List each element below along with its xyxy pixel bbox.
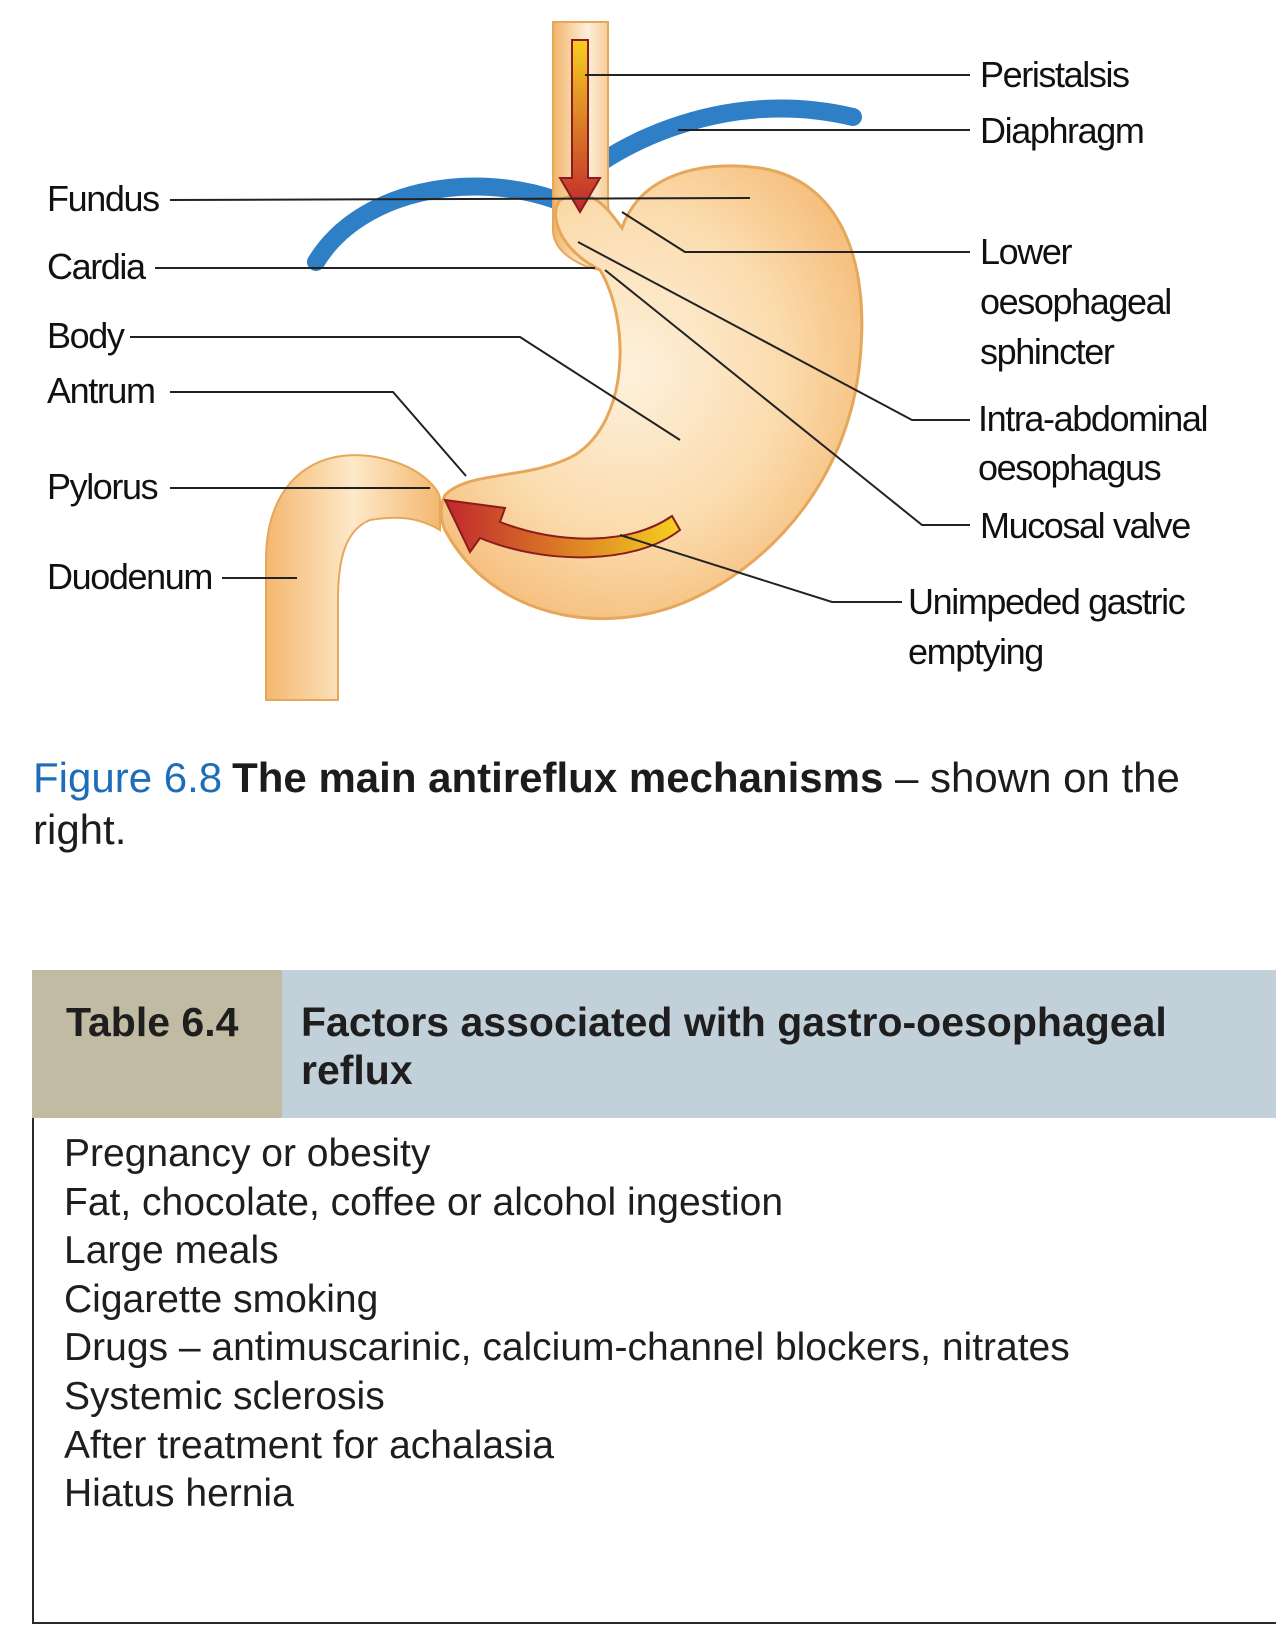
label-cardia: Cardia xyxy=(47,241,145,292)
label-fundus: Fundus xyxy=(47,173,159,224)
antireflux-figure: Fundus Cardia Body Antrum Pylorus Duoden… xyxy=(0,0,1276,740)
figure-title: The main antireflux mechanisms xyxy=(232,754,883,801)
factor-list: Pregnancy or obesity Fat, chocolate, cof… xyxy=(34,1118,1276,1519)
list-item: Pregnancy or obesity xyxy=(64,1130,1276,1179)
list-item: Fat, chocolate, coffee or alcohol ingest… xyxy=(64,1179,1276,1228)
label-body: Body xyxy=(47,310,123,361)
list-item: Large meals xyxy=(64,1227,1276,1276)
label-lower-sphincter-1: Lower xyxy=(980,226,1071,277)
table-number-cell: Table 6.4 xyxy=(32,970,282,1118)
table-number: Table 6.4 xyxy=(66,998,238,1046)
table-title: Factors associated with gastro-oesophage… xyxy=(301,998,1201,1094)
figure-number: Figure 6.8 xyxy=(33,754,222,801)
table-title-cell: Factors associated with gastro-oesophage… xyxy=(282,970,1276,1118)
list-item: Systemic sclerosis xyxy=(64,1373,1276,1422)
list-item: Drugs – antimuscarinic, calcium-channel … xyxy=(64,1324,1276,1373)
list-item: After treatment for achalasia xyxy=(64,1422,1276,1471)
label-peristalsis: Peristalsis xyxy=(980,49,1129,100)
label-intra-abdominal-2: oesophagus xyxy=(978,442,1160,493)
label-antrum: Antrum xyxy=(47,365,155,416)
table-header: Table 6.4 Factors associated with gastro… xyxy=(32,970,1276,1118)
label-diaphragm: Diaphragm xyxy=(980,105,1143,156)
table-body: Pregnancy or obesity Fat, chocolate, cof… xyxy=(32,1118,1276,1624)
label-gastric-emptying-1: Unimpeded gastric xyxy=(908,576,1184,627)
label-lower-sphincter-2: oesophageal xyxy=(980,276,1171,327)
label-duodenum: Duodenum xyxy=(47,551,212,602)
label-pylorus: Pylorus xyxy=(47,461,157,512)
label-intra-abdominal-1: Intra-abdominal xyxy=(978,393,1207,444)
label-gastric-emptying-2: emptying xyxy=(908,626,1043,677)
list-item: Hiatus hernia xyxy=(64,1470,1276,1519)
list-item: Cigarette smoking xyxy=(64,1276,1276,1325)
stomach-shape xyxy=(441,166,862,619)
label-lower-sphincter-3: sphincter xyxy=(980,326,1113,377)
label-mucosal-valve: Mucosal valve xyxy=(980,500,1190,551)
